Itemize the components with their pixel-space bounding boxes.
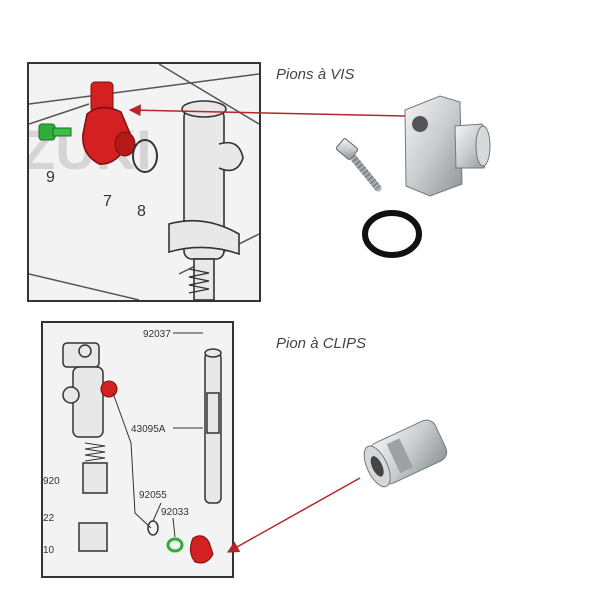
top-diagram-drawing: ZUKI 9 7 8 bbox=[29, 64, 259, 300]
arrow-to-red-pin bbox=[128, 104, 406, 117]
spring-icon-2 bbox=[84, 442, 106, 462]
callout-9: 9 bbox=[46, 169, 55, 186]
spring-icon bbox=[188, 268, 210, 294]
green-oring-icon bbox=[166, 537, 184, 553]
part-43095A: 43095A bbox=[131, 424, 166, 435]
shaft-icon bbox=[204, 348, 222, 504]
bolt-photo bbox=[335, 138, 382, 192]
clip-pin-photo bbox=[363, 419, 448, 488]
black-oring-photo bbox=[362, 210, 422, 258]
red-banjo-pin-icon bbox=[82, 81, 136, 165]
bottom-diagram-drawing: 92037 43095A 92055 92033 920 22 10 bbox=[43, 329, 222, 564]
caption-clip-pin: Pion à CLIPS bbox=[276, 335, 367, 352]
part-10: 10 bbox=[43, 545, 55, 556]
arrow-to-clip-pin bbox=[226, 477, 361, 553]
green-screw-icon bbox=[38, 123, 72, 141]
bottom-exploded-diagram: 92037 43095A 92055 92033 920 22 10 bbox=[41, 321, 234, 578]
caption-screw-pin: Pions à VIS bbox=[276, 66, 355, 83]
red-clip-pin-icon bbox=[189, 535, 214, 564]
callout-7: 7 bbox=[103, 193, 112, 210]
pump-body-icon bbox=[62, 342, 108, 552]
part-92033: 92033 bbox=[161, 507, 189, 518]
carburetor-body-icon bbox=[168, 100, 244, 300]
callout-8: 8 bbox=[137, 203, 146, 220]
part-92055: 92055 bbox=[139, 490, 167, 501]
part-92037: 92037 bbox=[143, 329, 171, 340]
top-exploded-diagram: ZUKI 9 7 8 bbox=[27, 62, 261, 302]
part-920: 920 bbox=[43, 476, 60, 487]
part-22: 22 bbox=[43, 513, 55, 524]
screw-pin-photo bbox=[404, 95, 491, 197]
o-ring-icon bbox=[132, 139, 158, 173]
